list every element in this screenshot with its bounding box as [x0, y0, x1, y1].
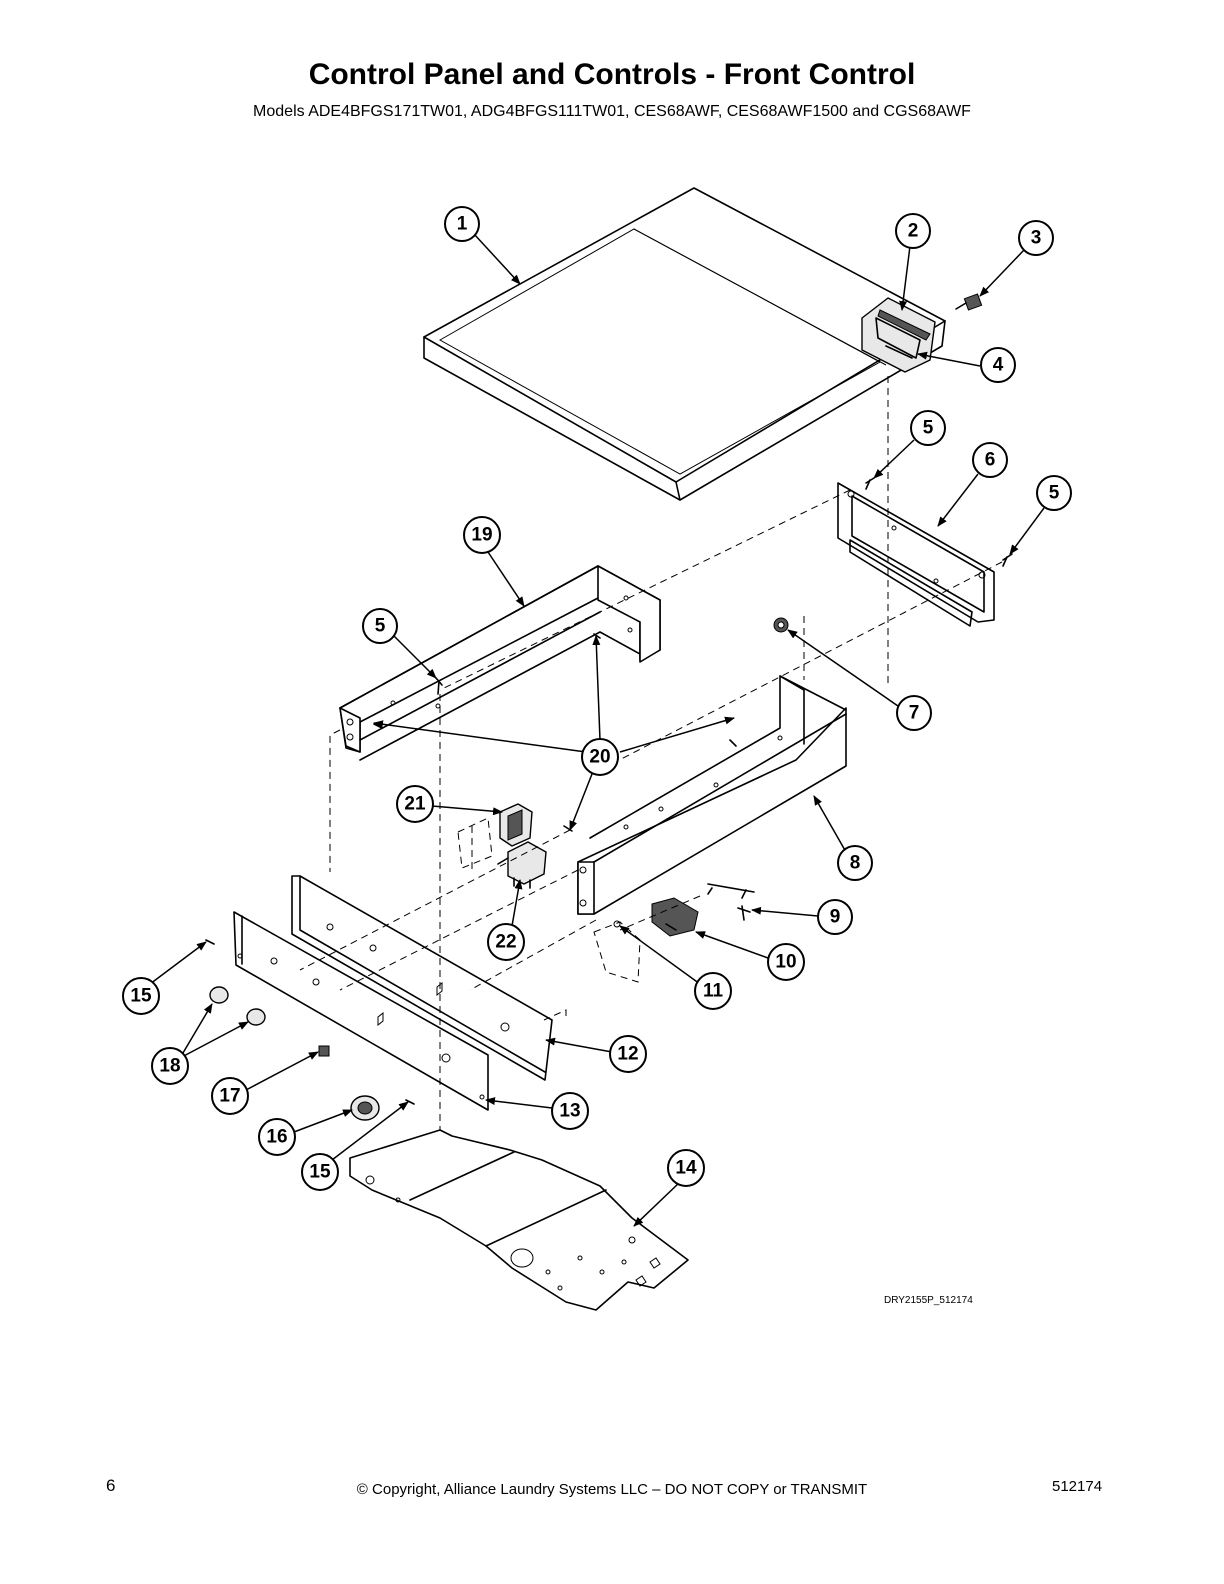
- callout-13-label: 13: [559, 1101, 580, 1122]
- page-number: 6: [106, 1476, 116, 1495]
- callout-8-label: 8: [850, 853, 861, 874]
- page-title: Control Panel and Controls - Front Contr…: [308, 58, 916, 91]
- callout-9: 9: [817, 899, 853, 935]
- callout-3: 3: [1018, 220, 1054, 256]
- callout-21-label: 21: [404, 794, 426, 815]
- callout-18-label: 18: [159, 1056, 180, 1077]
- part-bracket-screw-a: [865, 477, 875, 490]
- callout-11: 11: [694, 972, 732, 1010]
- callout-5b: 5: [1036, 475, 1072, 511]
- callout-1-label: 1: [457, 214, 468, 235]
- part-ghost-bracket-right: [593, 921, 641, 983]
- part-switch: [499, 803, 533, 847]
- callout-2-label: 2: [908, 221, 919, 242]
- part-top-lid: [423, 187, 946, 501]
- document-number: 512174: [1052, 1478, 1103, 1495]
- part-push-button-b: [246, 1008, 266, 1026]
- callout-4: 4: [980, 347, 1016, 383]
- callout-7: 7: [896, 695, 932, 731]
- callout-1: 1: [444, 206, 480, 242]
- callout-6-label: 6: [985, 450, 996, 471]
- callout-2: 2: [895, 213, 931, 249]
- part-push-button-a: [209, 986, 229, 1004]
- callout-13: 13: [551, 1092, 589, 1130]
- callout-17-label: 17: [219, 1086, 240, 1107]
- part-panel-screw-a: [205, 939, 215, 945]
- callout-15b: 15: [301, 1153, 339, 1191]
- callout-15a-label: 15: [130, 986, 152, 1007]
- models-subtitle: Models ADE4BFGS171TW01, ADG4BFGS111TW01,…: [253, 103, 971, 120]
- assembly-lines: [299, 376, 1003, 1130]
- callout-11-label: 11: [703, 981, 724, 1002]
- callout-5c: 5: [362, 608, 398, 644]
- callout-10-label: 10: [775, 952, 796, 973]
- callout-9-label: 9: [830, 907, 841, 928]
- part-indicator-lens: [318, 1045, 330, 1057]
- part-ghost-bracket-left: [457, 817, 493, 870]
- callout-5a: 5: [910, 410, 946, 446]
- callout-14-label: 14: [675, 1158, 697, 1179]
- callout-20: 20: [581, 738, 619, 776]
- part-nut: [773, 617, 789, 633]
- callout-5a-label: 5: [923, 418, 934, 439]
- callout-3-label: 3: [1031, 228, 1042, 249]
- callout-22-label: 22: [495, 932, 516, 953]
- part-sensor: [651, 897, 699, 937]
- part-clip: [613, 920, 621, 928]
- callout-22: 22: [487, 923, 525, 961]
- callout-4-label: 4: [993, 355, 1004, 376]
- callout-16-label: 16: [266, 1127, 287, 1148]
- callout-5c-label: 5: [375, 616, 386, 637]
- part-front-control-panel: [233, 911, 489, 1111]
- callout-10: 10: [767, 943, 805, 981]
- copyright-notice: © Copyright, Alliance Laundry Systems LL…: [356, 1481, 868, 1498]
- callout-19-label: 19: [471, 525, 492, 546]
- callout-18: 18: [151, 1047, 189, 1085]
- callouts: 1 2 3 4 5 6 5 19 5 7 20 21 8 9 22 10 11 …: [122, 206, 1072, 1191]
- part-panel-screw-b: [405, 1099, 415, 1105]
- part-hinge-screw: [955, 293, 983, 311]
- part-selector-switch: [497, 841, 547, 889]
- callout-19: 19: [463, 516, 501, 554]
- callout-12-label: 12: [617, 1044, 638, 1065]
- part-control-knob: [350, 1095, 380, 1121]
- part-hinge: [861, 297, 936, 373]
- callout-17: 17: [211, 1077, 249, 1115]
- callout-12: 12: [609, 1035, 647, 1073]
- callout-21: 21: [396, 785, 434, 823]
- part-bracket-screw-b: [1002, 553, 1013, 567]
- part-bottom-shield: [349, 1129, 689, 1311]
- callout-8: 8: [837, 845, 873, 881]
- callout-20-label: 20: [589, 747, 610, 768]
- drawing-code: DRY2155P_512174: [884, 1295, 973, 1306]
- part-rear-control-panel: [291, 875, 553, 1081]
- callout-15a: 15: [122, 977, 160, 1015]
- part-rear-bracket: [837, 482, 995, 627]
- callout-5b-label: 5: [1049, 483, 1060, 504]
- callout-16: 16: [258, 1118, 296, 1156]
- part-upper-control-bracket: [339, 565, 661, 761]
- callout-15b-label: 15: [309, 1162, 331, 1183]
- part-lower-control-bracket: [563, 675, 847, 915]
- callout-7-label: 7: [909, 703, 920, 724]
- part-harness-clips: [707, 883, 755, 921]
- leader-lines: [149, 233, 1045, 1227]
- callout-14: 14: [667, 1149, 705, 1187]
- callout-6: 6: [972, 442, 1008, 478]
